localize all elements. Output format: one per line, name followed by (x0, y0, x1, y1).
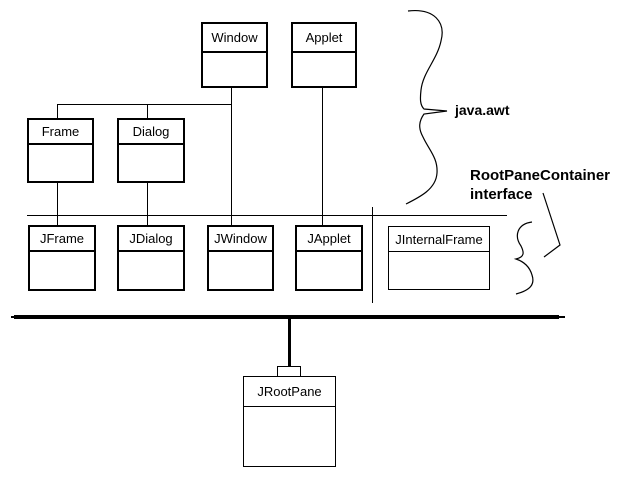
class-box-jdialog: JDialog (117, 225, 185, 291)
class-box-window: Window (201, 22, 268, 88)
class-label-jinternalframe: JInternalFrame (389, 227, 489, 252)
class-label-dialog: Dialog (119, 120, 183, 145)
class-label-jwindow: JWindow (209, 227, 272, 252)
class-box-applet: Applet (291, 22, 357, 88)
internalframe-separator-line (372, 207, 373, 303)
class-box-jwindow: JWindow (207, 225, 274, 291)
java-awt-brace (405, 10, 448, 205)
class-label-frame: Frame (29, 120, 92, 145)
connector-applet-to-japplet (322, 88, 323, 225)
connector-dialog-to-jdialog (147, 183, 148, 225)
rootpanecontainer-interface-label: RootPaneContainer interface (470, 166, 610, 204)
class-box-dialog: Dialog (117, 118, 185, 183)
connector-branch-to-frame (57, 104, 58, 118)
rootpanecontainer-interface-word: interface (470, 186, 533, 203)
connector-frame-to-jframe (57, 183, 58, 225)
class-box-jinternalframe: JInternalFrame (388, 226, 490, 290)
containment-bar-left-nub (11, 316, 15, 318)
jinternalframe-brace (513, 221, 534, 295)
class-box-jframe: JFrame (28, 225, 96, 291)
class-label-applet: Applet (293, 24, 355, 53)
class-label-jdialog: JDialog (119, 227, 183, 252)
rootpanecontainer-interface-name: RootPaneContainer (470, 167, 611, 184)
awt-branch-line (57, 104, 231, 105)
class-label-japplet: JApplet (297, 227, 361, 252)
connector-bar-to-jrootpane (288, 319, 291, 366)
class-label-jrootpane: JRootPane (244, 377, 335, 407)
class-label-window: Window (203, 24, 266, 53)
containment-bar-right-nub (559, 316, 565, 318)
connector-branch-to-dialog (147, 104, 148, 118)
connector-window-to-jwindow (231, 88, 232, 225)
hierarchy-crossbar-line (27, 215, 507, 216)
class-label-jframe: JFrame (30, 227, 94, 252)
class-box-jrootpane: JRootPane (243, 376, 336, 467)
class-box-frame: Frame (27, 118, 94, 183)
containment-bar (14, 315, 559, 319)
java-awt-package-label: java.awt (455, 102, 510, 118)
class-box-japplet: JApplet (295, 225, 363, 291)
